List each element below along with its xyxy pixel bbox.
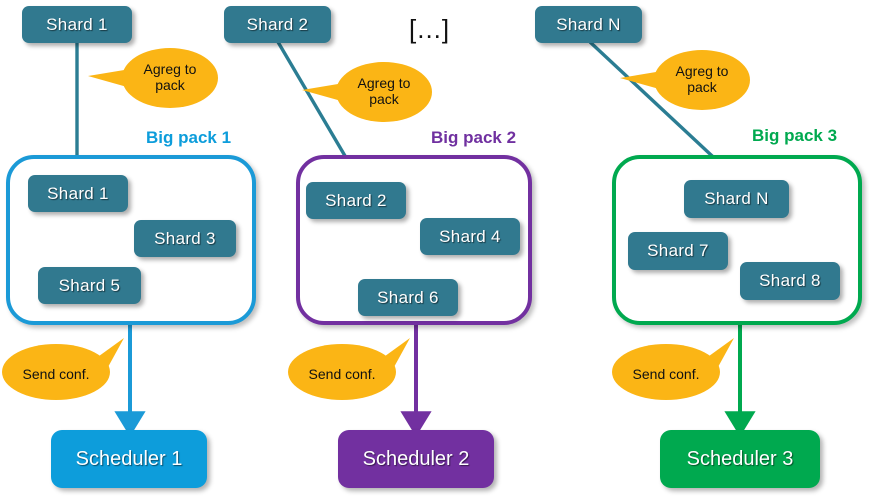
scheduler-1-label: Scheduler 1 [75,447,183,470]
send-conf-callout-1[interactable]: Send conf. [2,338,132,400]
scheduler-2-label: Scheduler 2 [362,447,470,470]
pack-1-shard-1-label: Shard 1 [47,183,109,203]
pack-1-shard-3-label: Shard 3 [154,228,216,248]
pack-2-shard-6-label: Shard 6 [377,287,439,307]
send-conf-callout-3[interactable]: Send conf. [612,338,742,400]
send-conf-callout-2[interactable]: Send conf. [288,338,418,400]
pack-3-shard-8-label: Shard 8 [759,271,821,290]
source-shard-2[interactable]: Shard 2 [224,6,331,43]
pack-3-shard-7[interactable]: Shard 7 [628,232,728,270]
scheduler-1[interactable]: Scheduler 1 [51,430,207,488]
source-shard-1[interactable]: Shard 1 [22,6,132,43]
pack-2-shard-4[interactable]: Shard 4 [420,218,520,255]
source-shard-n[interactable]: Shard N [535,6,642,43]
pack-1-title: Big pack 1 [146,128,232,147]
pack-1-shard-5-label: Shard 5 [58,275,121,295]
pack-3-shard-n[interactable]: Shard N [684,180,789,218]
scheduler-2[interactable]: Scheduler 2 [338,430,494,488]
pack-1-shard-5[interactable]: Shard 5 [38,267,141,304]
source-shard-1-label: Shard 1 [46,14,108,34]
pack-2-shard-2[interactable]: Shard 2 [306,182,406,219]
ellipsis-marker: [...] [409,14,451,44]
agreg-callout-3[interactable]: Agreg to pack [620,50,750,110]
scheduler-3-label: Scheduler 3 [686,447,794,470]
scheduler-3[interactable]: Scheduler 3 [660,430,820,488]
agreg-callout-1[interactable]: Agreg to pack [88,48,218,108]
pack-3-title: Big pack 3 [752,126,838,145]
pack-1-shard-1[interactable]: Shard 1 [28,175,128,212]
pack-2-shard-2-label: Shard 2 [325,190,387,210]
pack-2-shard-4-label: Shard 4 [439,226,501,246]
pack-1-shard-3[interactable]: Shard 3 [134,220,236,257]
pack-2-title: Big pack 2 [431,128,517,147]
pack-3-shard-n-label: Shard N [704,189,769,208]
agreg-callout-2[interactable]: Agreg to pack [302,62,432,122]
source-shard-2-label: Shard 2 [246,14,309,34]
pack-2-shard-6[interactable]: Shard 6 [358,279,458,316]
pack-3-shard-7-label: Shard 7 [647,241,709,260]
pack-3-shard-8[interactable]: Shard 8 [740,262,840,300]
source-shard-n-label: Shard N [556,14,621,34]
